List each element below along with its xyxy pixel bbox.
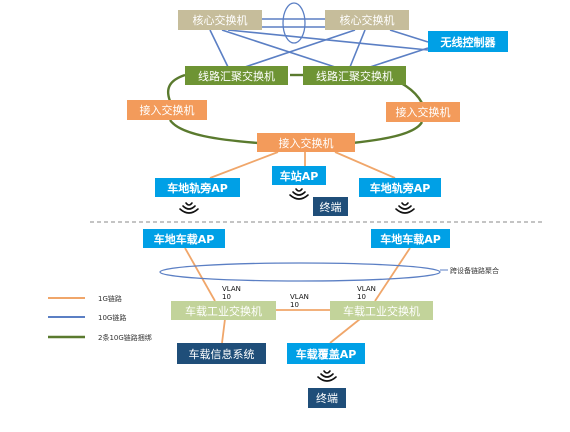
agg-switch-right-box — [303, 66, 406, 85]
vlan-left-line1: VLAN — [222, 285, 241, 293]
vlan-right-line2: 10 — [357, 293, 366, 301]
wifi-signal-icon — [395, 202, 415, 214]
vlan-center-line2: 10 — [290, 301, 299, 309]
wifi-signal-icon — [179, 202, 199, 214]
wireless-controller-box — [428, 31, 508, 52]
legend-bundle-label: 2条10G链路捆绑 — [98, 333, 152, 342]
links-1g — [184, 151, 411, 344]
vehicle-ap-right-box — [371, 229, 450, 248]
link-industrial-right-coverage-ap — [329, 318, 361, 344]
legend: 1G链路 10G链路 2条10G链路捆绑 — [48, 294, 152, 342]
link-agg-right-controller — [369, 47, 429, 68]
terminal-top: 终端 — [320, 200, 342, 214]
onboard-coverage-ap: 车载覆盖AP — [296, 347, 357, 361]
link-access-center-trackside-right — [334, 151, 396, 179]
link-core-left-agg-left — [209, 29, 229, 68]
agg-switch-left-box — [185, 66, 288, 85]
station-ap-box — [272, 166, 326, 185]
link-core-right-controller — [389, 29, 429, 43]
agg-switch-right: 线路汇聚交换机 — [316, 69, 393, 83]
legend-10g-label: 10G链路 — [98, 313, 126, 322]
terminal-bottom-box — [308, 388, 346, 408]
onboard-coverage-ap-box — [287, 343, 365, 364]
link-agg-left-access-left — [166, 73, 186, 102]
link-core-right-agg-left — [244, 29, 356, 68]
trackside-ap-left: 车地轨旁AP — [167, 181, 228, 195]
core-switch-left-box — [178, 10, 262, 30]
access-switch-left-box — [127, 100, 207, 120]
wireless-controller: 无线控制器 — [440, 35, 497, 49]
link-core-right-agg-right — [349, 29, 366, 68]
access-switch-right: 接入交换机 — [396, 105, 451, 119]
vehicle-ap-right: 车地车载AP — [380, 232, 441, 246]
link-access-right-access-center — [351, 121, 424, 145]
core-switch-right-box — [325, 10, 409, 30]
vehicle-ap-left-box — [143, 229, 225, 248]
industrial-switch-left: 车载工业交换机 — [185, 304, 262, 318]
wifi-signal-icon — [317, 370, 337, 382]
station-ap: 车站AP — [280, 169, 319, 183]
link-industrial-left-info-system — [221, 318, 226, 344]
core-switch-left: 核心交换机 — [193, 13, 248, 27]
onboard-info-system: 车载信息系统 — [189, 347, 255, 361]
link-aggregation-ellipse — [159, 262, 441, 282]
cross-device-aggregation-label: 跨设备链路聚合 — [450, 266, 499, 275]
terminal-bottom: 终端 — [316, 391, 338, 405]
vlan-right-line1: VLAN — [357, 285, 376, 293]
onboard-info-system-box — [177, 343, 266, 364]
industrial-switch-right-box — [330, 301, 433, 320]
link-vehicle-ap-right-industrial-right — [374, 247, 411, 302]
industrial-switch-left-box — [171, 301, 276, 320]
link-core-left-controller — [227, 29, 429, 51]
trackside-ap-left-box — [155, 178, 240, 197]
agg-switch-left: 线路汇聚交换机 — [198, 69, 275, 83]
trackside-ap-right-box — [359, 178, 441, 197]
link-access-left-access-center — [169, 119, 259, 145]
link-vehicle-ap-left-industrial-left — [184, 247, 216, 302]
link-core-left-agg-right — [221, 29, 336, 68]
vehicle-ap-left: 车地车载AP — [154, 232, 215, 246]
wifi-signal-icon — [289, 188, 309, 200]
core-switch-right: 核心交换机 — [340, 13, 395, 27]
access-switch-left: 接入交换机 — [140, 103, 195, 117]
vlan-left-line2: 10 — [222, 293, 231, 301]
core-stack-ellipse — [282, 2, 306, 44]
trackside-ap-right: 车地轨旁AP — [370, 181, 431, 195]
terminal-top-box — [313, 197, 348, 216]
link-access-center-trackside-left — [209, 151, 279, 179]
access-switch-center-box — [257, 133, 355, 152]
access-switch-right-box — [386, 102, 460, 122]
vlan-center-line1: VLAN — [290, 293, 309, 301]
legend-1g-label: 1G链路 — [98, 294, 122, 303]
nodes: 核心交换机 核心交换机 无线控制器 线路汇聚交换机 线路汇聚交换机 接入交换机 … — [127, 10, 508, 408]
access-switch-center: 接入交换机 — [279, 136, 334, 150]
industrial-switch-right: 车载工业交换机 — [343, 304, 420, 318]
